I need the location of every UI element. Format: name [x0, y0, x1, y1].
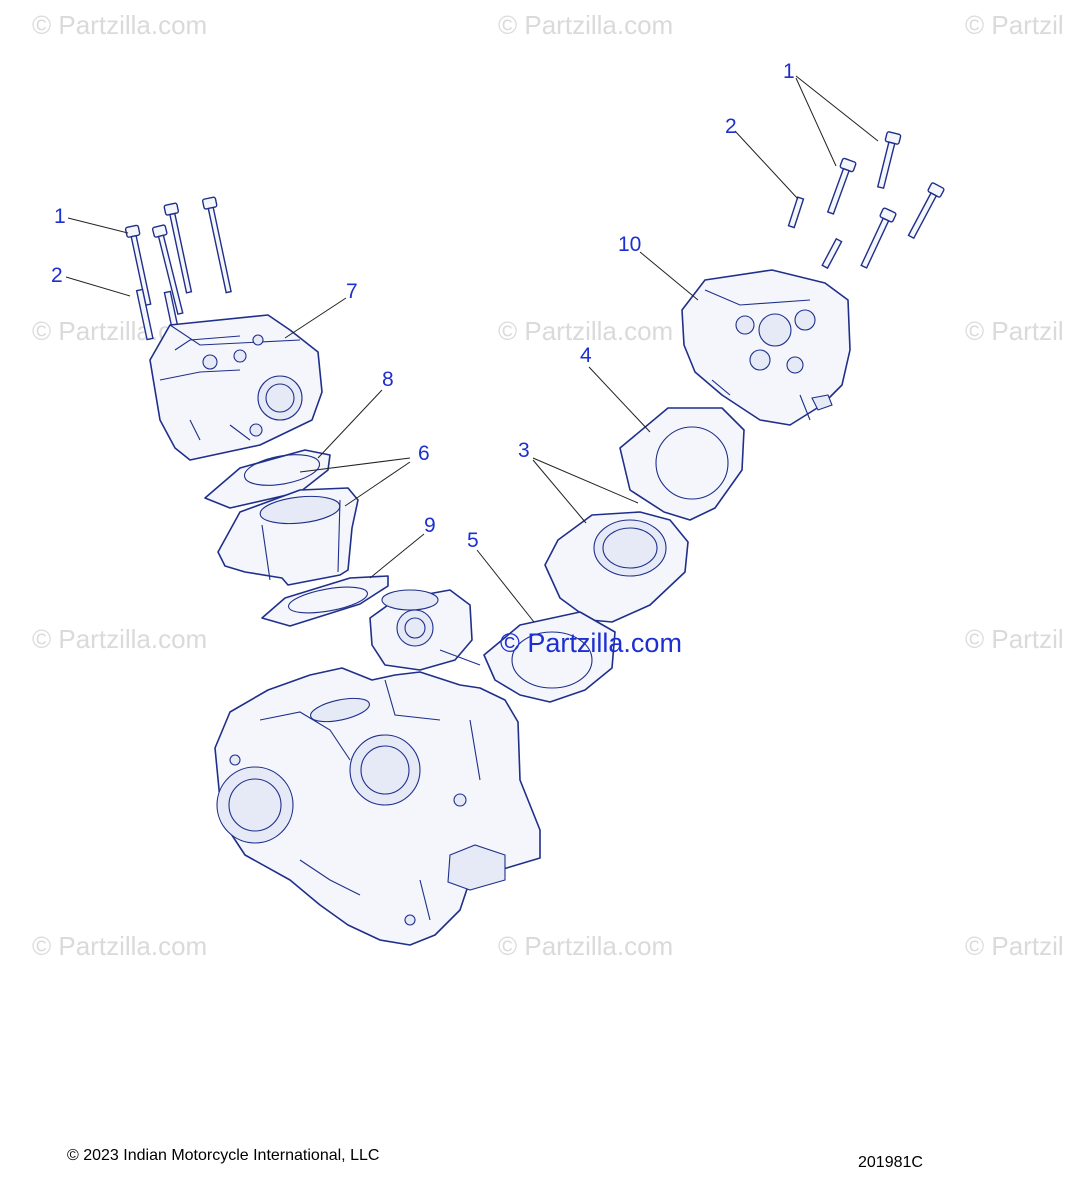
callout-8: 8: [382, 368, 394, 391]
leader-lines: [65, 75, 879, 623]
left-head-bolts[interactable]: [124, 196, 235, 341]
left-cylinder[interactable]: [217, 487, 359, 586]
callout-2-right: 2: [725, 115, 737, 138]
base-gasket-left[interactable]: [261, 575, 389, 627]
watermark: © Partzil: [965, 624, 1064, 654]
right-cylinder[interactable]: [544, 511, 689, 623]
callout-9: 9: [424, 514, 436, 537]
right-head-bolts[interactable]: [787, 131, 945, 270]
throttle-body[interactable]: [369, 589, 481, 721]
callout-7: 7: [346, 280, 358, 303]
watermark: © Partzilla.com: [32, 931, 207, 961]
watermark: © Partzil: [965, 316, 1064, 346]
callout-6: 6: [418, 442, 430, 465]
callout-1-right: 1: [783, 60, 795, 83]
watermark: © Partzilla.com: [498, 316, 673, 346]
copyright-notice: © 2023 Indian Motorcycle International, …: [67, 1147, 380, 1164]
callout-5: 5: [467, 529, 479, 552]
left-cylinder-head[interactable]: [149, 314, 323, 461]
callout-2-left: 2: [51, 264, 63, 287]
head-gasket-left[interactable]: [204, 449, 331, 509]
base-gasket-right[interactable]: [483, 611, 616, 703]
center-watermark: © Partzilla.com: [500, 628, 682, 658]
watermark: © Partzilla.com: [498, 10, 673, 40]
watermark: © Partzil: [965, 931, 1064, 961]
callout-numbers: 1 2 7 8 6 9 5 3 4 10 1 2: [51, 60, 795, 552]
head-gasket-right[interactable]: [619, 407, 745, 521]
callout-10: 10: [618, 233, 641, 256]
right-cylinder-head[interactable]: [681, 269, 851, 426]
watermark: © Partzilla.com: [498, 931, 673, 961]
watermark: © Partzil: [965, 10, 1064, 40]
callout-3: 3: [518, 439, 530, 462]
watermarks: © Partzilla.com © Partzilla.com © Partzi…: [32, 10, 1064, 961]
watermark: © Partzilla.com: [32, 10, 207, 40]
callout-1-left: 1: [54, 205, 66, 228]
watermark: © Partzilla.com: [32, 624, 207, 654]
callout-4: 4: [580, 344, 592, 367]
engine-crankcase[interactable]: [214, 667, 541, 946]
drawing-number: 201981C: [858, 1154, 923, 1171]
